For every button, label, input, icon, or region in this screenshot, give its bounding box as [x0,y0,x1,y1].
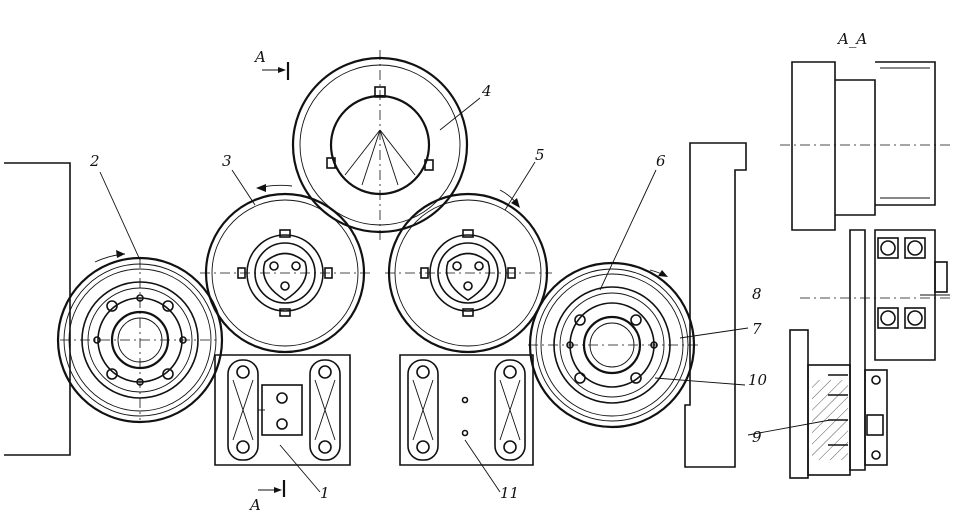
label-11: 11 [500,484,519,502]
label-5: 5 [535,146,545,164]
section-view-a-a [780,61,952,479]
section-marker-bottom: A [248,480,286,513]
roller-2 [56,256,224,424]
roller-5 [385,192,552,354]
rotation-arrows [94,184,668,277]
right-frame-wall [684,142,747,468]
section-marker-top: A [253,48,290,80]
label-1: 1 [320,484,330,502]
number-labels: 2 3 4 5 6 7 8 10 9 1 11 A_A [89,30,867,502]
label-6: 6 [656,152,666,170]
section-mark-top-label: A [253,48,266,66]
label-10: 10 [748,371,768,389]
left-frame-wall [4,162,71,456]
roller-6 [528,261,700,429]
bracket-1 [214,354,351,466]
roller-4 [291,50,469,240]
leader-lines [99,97,831,493]
label-7: 7 [752,320,762,338]
label-4: 4 [481,82,492,100]
label-8: 8 [752,285,762,303]
label-2: 2 [89,152,100,170]
label-9: 9 [752,428,762,446]
section-mark-bottom-label: A [248,496,261,513]
bracket-11 [399,354,534,466]
label-3: 3 [222,152,232,170]
section-title: A_A [836,30,867,48]
roller-3 [200,192,370,354]
